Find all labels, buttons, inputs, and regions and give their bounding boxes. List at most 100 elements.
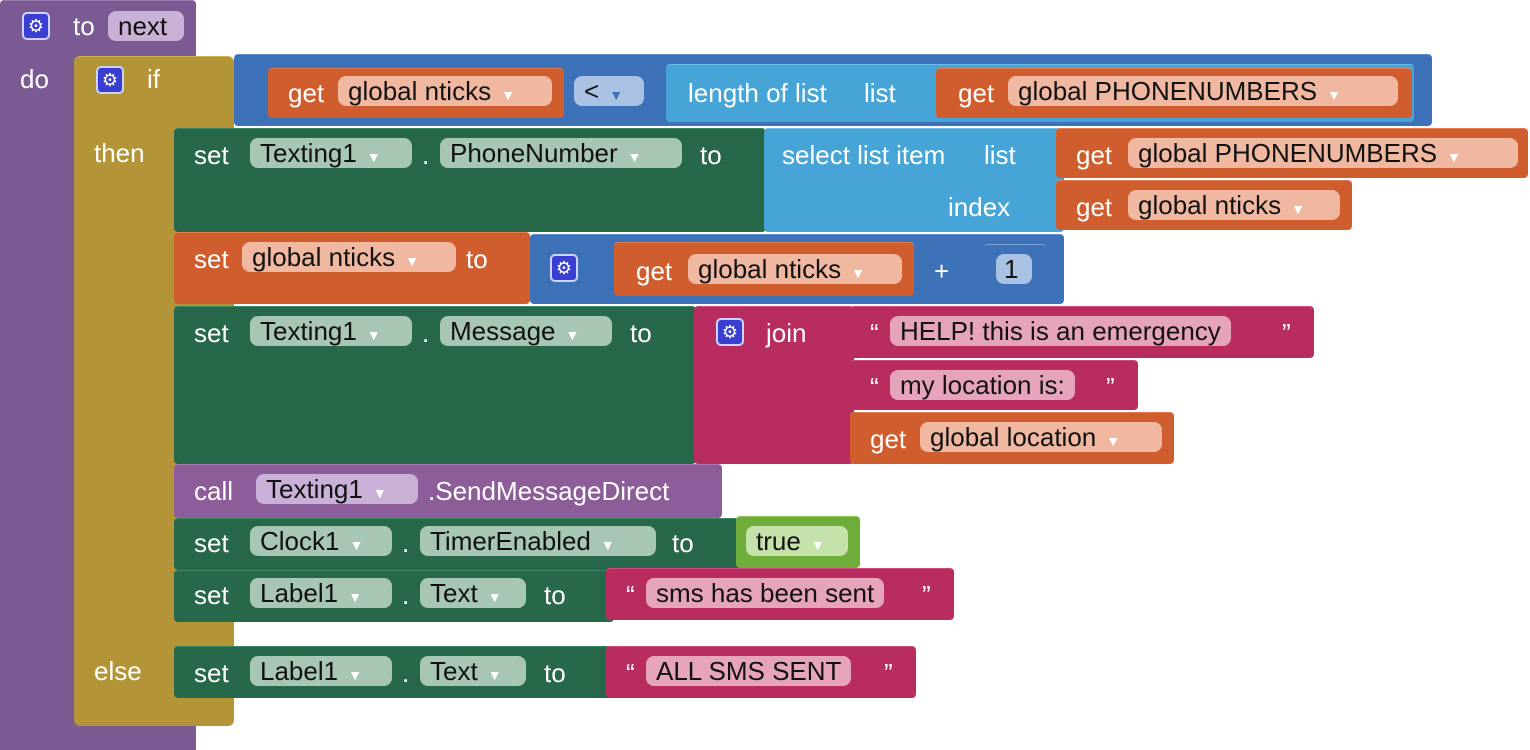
gear-icon[interactable]: ⚙ xyxy=(22,12,50,40)
component-dropdown[interactable]: Texting1▼ xyxy=(256,474,418,504)
dot-label: . xyxy=(422,318,430,348)
text-field[interactable]: ALL SMS SENT xyxy=(646,656,852,686)
text-field[interactable]: sms has been sent xyxy=(646,578,885,608)
boolean-dropdown[interactable]: true▼ xyxy=(746,526,848,556)
variable-dropdown[interactable]: global nticks ▼ xyxy=(242,242,456,272)
component-name: Texting1 xyxy=(260,138,357,168)
to-label: to xyxy=(672,528,694,558)
chevron-down-icon: ▼ xyxy=(348,589,362,605)
operator-dropdown[interactable]: <▼ xyxy=(574,76,644,106)
close-quote: ” xyxy=(884,658,893,688)
to-label: to xyxy=(630,318,652,348)
select-list-item-block[interactable] xyxy=(764,128,1064,232)
chevron-down-icon: ▼ xyxy=(348,667,362,683)
close-quote: ” xyxy=(1282,318,1291,348)
chevron-down-icon: ▼ xyxy=(366,149,381,165)
get-label: get xyxy=(958,78,995,108)
to-label: to xyxy=(544,658,566,688)
component-name: Label1 xyxy=(260,578,339,608)
chevron-down-icon: ▼ xyxy=(405,253,419,269)
set-label: set xyxy=(194,318,229,348)
text-field[interactable]: my location is: xyxy=(890,370,1075,400)
to-label: to xyxy=(544,580,566,610)
dot-label: . xyxy=(402,658,410,688)
property-dropdown[interactable]: Text ▼ xyxy=(420,578,526,608)
call-label: call xyxy=(194,476,234,506)
variable-dropdown[interactable]: global PHONENUMBERS▼ xyxy=(1128,138,1518,168)
join-label: join xyxy=(766,318,807,348)
dot-label: . xyxy=(402,580,410,610)
chevron-down-icon: ▼ xyxy=(1291,201,1305,217)
list-label: list xyxy=(984,140,1016,170)
variable-dropdown[interactable]: global nticks ▼ xyxy=(688,254,902,284)
get-label: get xyxy=(636,256,673,286)
property-name: Message xyxy=(450,316,556,346)
gear-icon[interactable]: ⚙ xyxy=(550,254,578,282)
chevron-down-icon: ▼ xyxy=(1106,433,1121,449)
else-label: else xyxy=(94,656,142,686)
component-dropdown[interactable]: Texting1 ▼ xyxy=(250,316,412,346)
set-label: set xyxy=(194,580,229,610)
open-quote: “ xyxy=(626,658,635,688)
set-label: set xyxy=(194,244,229,274)
property-dropdown[interactable]: Text▼ xyxy=(420,656,526,686)
chevron-down-icon: ▼ xyxy=(627,149,642,165)
to-label: to xyxy=(700,140,722,170)
property-name: Text xyxy=(430,578,478,608)
property-dropdown[interactable]: TimerEnabled ▼ xyxy=(420,526,656,556)
text-field[interactable]: HELP! this is an emergency xyxy=(890,316,1231,346)
get-label: get xyxy=(1076,140,1113,170)
property-name: TimerEnabled xyxy=(430,526,591,556)
set-label: set xyxy=(194,528,229,558)
procedure-name-field[interactable]: next xyxy=(108,11,184,41)
then-label: then xyxy=(94,138,145,168)
chevron-down-icon: ▼ xyxy=(609,87,624,103)
open-quote: “ xyxy=(870,372,879,402)
list-label: list xyxy=(864,78,896,108)
if-gear-icon[interactable]: ⚙ xyxy=(96,66,124,94)
index-label: index xyxy=(948,192,1011,222)
variable-dropdown[interactable]: global location ▼ xyxy=(920,422,1162,452)
gear-icon[interactable]: ⚙ xyxy=(716,318,744,346)
chevron-down-icon: ▼ xyxy=(565,327,580,343)
set-label-text-block[interactable] xyxy=(174,570,614,622)
chevron-down-icon: ▼ xyxy=(487,589,502,605)
get-label: get xyxy=(1076,192,1113,222)
variable-name: global nticks xyxy=(1138,190,1282,220)
variable-name: global nticks xyxy=(698,254,842,284)
plus-label: + xyxy=(934,256,950,286)
chevron-down-icon: ▼ xyxy=(1327,87,1341,103)
component-dropdown[interactable]: Clock1▼ xyxy=(250,526,392,556)
chevron-down-icon: ▼ xyxy=(1447,149,1461,165)
component-name: Clock1 xyxy=(260,526,340,556)
get-label: get xyxy=(288,78,325,108)
component-name: Label1 xyxy=(260,656,339,686)
get-label: get xyxy=(870,424,907,454)
component-dropdown[interactable]: Label1 ▼ xyxy=(250,656,392,686)
component-dropdown[interactable]: Label1 ▼ xyxy=(250,578,392,608)
component-dropdown[interactable]: Texting1 ▼ xyxy=(250,138,412,168)
chevron-down-icon: ▼ xyxy=(501,87,515,103)
method-name: .SendMessageDirect xyxy=(428,476,670,506)
open-quote: “ xyxy=(626,580,635,610)
variable-name: global nticks xyxy=(252,242,396,272)
chevron-down-icon: ▼ xyxy=(366,327,381,343)
procedure-do-label: do xyxy=(20,64,49,94)
variable-name: global location xyxy=(930,422,1097,452)
property-dropdown[interactable]: PhoneNumber ▼ xyxy=(440,138,682,168)
close-quote: ” xyxy=(922,580,931,610)
chevron-down-icon: ▼ xyxy=(851,265,865,281)
variable-dropdown[interactable]: global PHONENUMBERS ▼ xyxy=(1008,76,1398,106)
component-name: Texting1 xyxy=(266,474,363,504)
property-dropdown[interactable]: Message ▼ xyxy=(440,316,612,346)
boolean-value: true xyxy=(756,526,801,556)
number-field[interactable]: 1 xyxy=(996,254,1032,284)
property-name: PhoneNumber xyxy=(450,138,618,168)
variable-name: global PHONENUMBERS xyxy=(1018,76,1318,106)
variable-dropdown[interactable]: global nticks ▼ xyxy=(1128,190,1340,220)
component-name: Texting1 xyxy=(260,316,357,346)
else-set-label-text-block[interactable] xyxy=(174,646,614,698)
variable-dropdown[interactable]: global nticks▼ xyxy=(338,76,552,106)
if-label: if xyxy=(147,64,160,94)
chevron-down-icon: ▼ xyxy=(600,537,615,553)
